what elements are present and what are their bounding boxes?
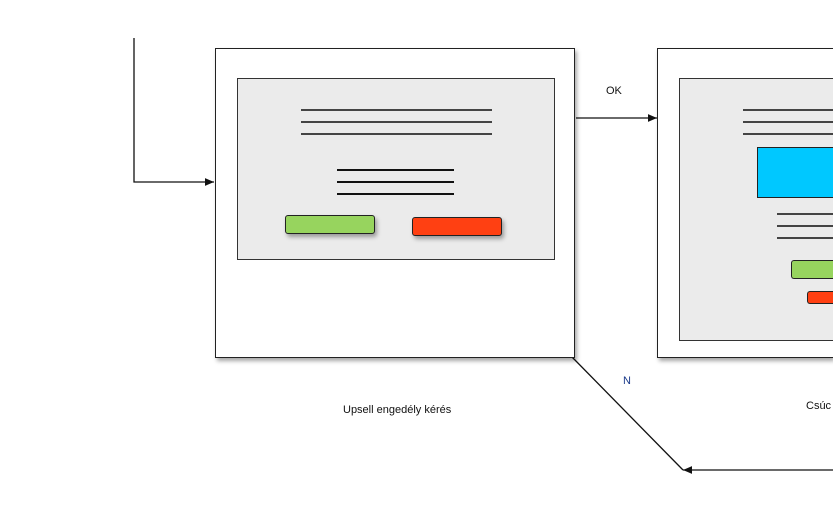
reject-button[interactable] <box>807 291 833 304</box>
next-screen <box>657 48 833 358</box>
dialog-panel <box>679 78 833 341</box>
text-line <box>743 121 833 123</box>
text-line <box>777 237 833 239</box>
next-caption: Csúc <box>806 400 832 412</box>
text-line <box>777 213 833 215</box>
text-line <box>743 133 833 135</box>
upsell-screen <box>215 48 575 358</box>
text-line <box>301 133 492 135</box>
text-line <box>301 109 492 111</box>
dialog-panel <box>237 78 555 260</box>
n-diagonal <box>571 356 684 471</box>
upsell-caption: Upsell engedély kérés <box>343 404 452 416</box>
text-line <box>777 225 833 227</box>
reject-button[interactable] <box>412 217 502 236</box>
text-line <box>743 109 833 111</box>
text-line <box>337 169 454 171</box>
image-placeholder <box>757 147 833 198</box>
incoming-arrow <box>133 38 214 186</box>
text-line <box>337 181 454 183</box>
text-line <box>337 193 454 195</box>
accept-button[interactable] <box>791 260 833 279</box>
text-line <box>301 121 492 123</box>
n-label: N <box>623 375 631 387</box>
ok-label: OK <box>606 85 622 97</box>
accept-button[interactable] <box>285 215 375 234</box>
